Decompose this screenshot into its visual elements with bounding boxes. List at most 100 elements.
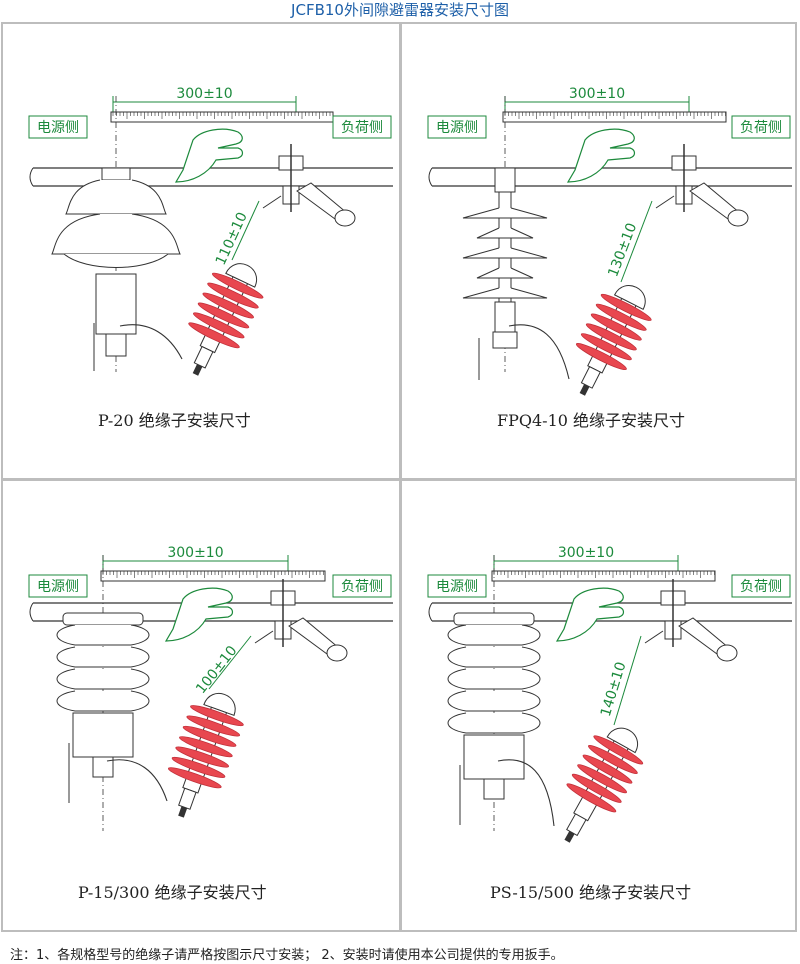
conductor-end	[29, 602, 34, 622]
arrester-terminal	[178, 787, 197, 810]
insulator-base	[95, 273, 137, 335]
arrester-shed	[186, 715, 241, 737]
drawing-group: 300±10电源侧负荷侧130±10	[427, 86, 792, 396]
arrester-bolt	[564, 831, 575, 843]
ruler	[502, 111, 727, 123]
surge-arrester	[168, 693, 244, 818]
horizontal-dimension-label: 300±10	[176, 86, 232, 102]
surge-arrester	[188, 263, 264, 376]
source-side-label: 电源侧	[37, 120, 79, 136]
gap-dimension-line	[208, 635, 252, 690]
hand-icon	[566, 128, 636, 183]
arrester-shed	[575, 343, 627, 371]
arrester-shed	[202, 292, 254, 319]
arrester-shed	[179, 736, 233, 758]
gap-dimension-line	[620, 200, 653, 283]
insulator-cap	[62, 612, 144, 626]
ground-lead	[497, 759, 555, 827]
page-title: JCFB10外间隙避雷器安装尺寸图	[291, 1, 509, 19]
arrester-shed	[197, 302, 250, 329]
hand-icon	[174, 128, 244, 183]
arrester-bolt	[178, 806, 188, 818]
arrester-shed	[593, 735, 644, 765]
arrester-shed	[211, 272, 264, 299]
insulator-nut	[492, 331, 518, 349]
arrester-shed	[577, 764, 628, 794]
electrode-hook	[644, 630, 664, 644]
ground-lead	[508, 324, 570, 380]
insulator-shed	[447, 690, 541, 712]
footnote: 注：1、各规格型号的绝缘子请严格按图示尺寸安装； 2、安装时请使用本公司提供的专…	[10, 948, 564, 963]
drawing-group: 300±10电源侧负荷侧140±10	[427, 545, 792, 843]
source-side-label: 电源侧	[436, 579, 478, 595]
installation-drawing-fpq4: 300±10电源侧负荷侧130±10	[427, 86, 792, 396]
conductor-end	[428, 602, 433, 622]
arrester-cap	[606, 727, 638, 754]
electrode-ball	[727, 209, 749, 227]
arrester-shed	[595, 303, 647, 331]
insulator-nut	[92, 756, 114, 778]
insulator-shed	[476, 227, 534, 239]
gap-dimension-label: 130±10	[605, 221, 640, 279]
insulator-shed	[56, 624, 150, 646]
insulator-nut	[483, 778, 505, 800]
panel-caption: FPQ4-10 绝缘子安装尺寸	[497, 411, 686, 430]
vertical-divider	[399, 22, 402, 932]
arrester-shed	[171, 756, 226, 778]
electrode-hook	[254, 630, 274, 644]
ruler	[491, 570, 716, 582]
conductor	[33, 167, 393, 187]
arrester-shed	[182, 725, 237, 747]
insulator-skirt	[63, 253, 169, 268]
panel-caption: P-20 绝缘子安装尺寸	[98, 411, 251, 430]
source-side-label: 电源侧	[37, 579, 79, 595]
arrester-shed	[566, 783, 617, 813]
insulator-fitting	[494, 167, 516, 193]
arrester-shed	[600, 293, 652, 321]
insulator-shed	[65, 179, 167, 215]
ground-lead	[119, 324, 183, 360]
electrode-ball	[334, 209, 356, 227]
electrode-ball	[326, 644, 348, 662]
horizontal-divider	[1, 478, 797, 481]
panel-caption: PS-15/500 绝缘子安装尺寸	[490, 883, 692, 902]
arrester-shed	[175, 746, 230, 768]
arrester-cap	[225, 263, 258, 288]
source-side-box	[28, 115, 88, 139]
electrode-hook	[262, 195, 282, 209]
installation-drawing-p15: 300±10电源侧负荷侧100±10	[28, 545, 393, 831]
arrester-shed	[582, 754, 633, 784]
hand-icon	[164, 587, 234, 642]
insulator-base	[72, 712, 134, 758]
source-side-box	[427, 115, 487, 139]
insulator-cap	[453, 612, 535, 626]
load-side-box	[332, 574, 392, 598]
electrode-hook	[655, 195, 675, 209]
arrester-bolt	[579, 384, 590, 396]
arrester-shed	[207, 282, 259, 309]
insulator-shed	[447, 668, 541, 690]
insulator-shed	[447, 646, 541, 668]
insulator-fitting	[494, 301, 516, 333]
conductor	[432, 167, 792, 187]
insulator-shed	[462, 247, 548, 259]
insulator-nut	[105, 333, 127, 357]
load-side-box	[731, 115, 791, 139]
arrester-shed	[587, 744, 638, 775]
arrester-bolt	[192, 364, 203, 376]
arrester-shed	[585, 323, 637, 351]
insulator-base	[463, 734, 525, 780]
ground-lead	[106, 759, 168, 802]
insulator-cap	[101, 167, 131, 181]
gap-dimension-label: 100±10	[193, 643, 240, 697]
gap-dimension-line	[613, 635, 642, 726]
load-side-label: 负荷侧	[740, 579, 782, 595]
source-side-label: 电源侧	[436, 120, 478, 136]
arrester-shed	[580, 333, 632, 361]
insulator-shed	[56, 668, 150, 690]
horizontal-dimension-label: 300±10	[569, 86, 625, 102]
insulator-shed	[447, 624, 541, 646]
